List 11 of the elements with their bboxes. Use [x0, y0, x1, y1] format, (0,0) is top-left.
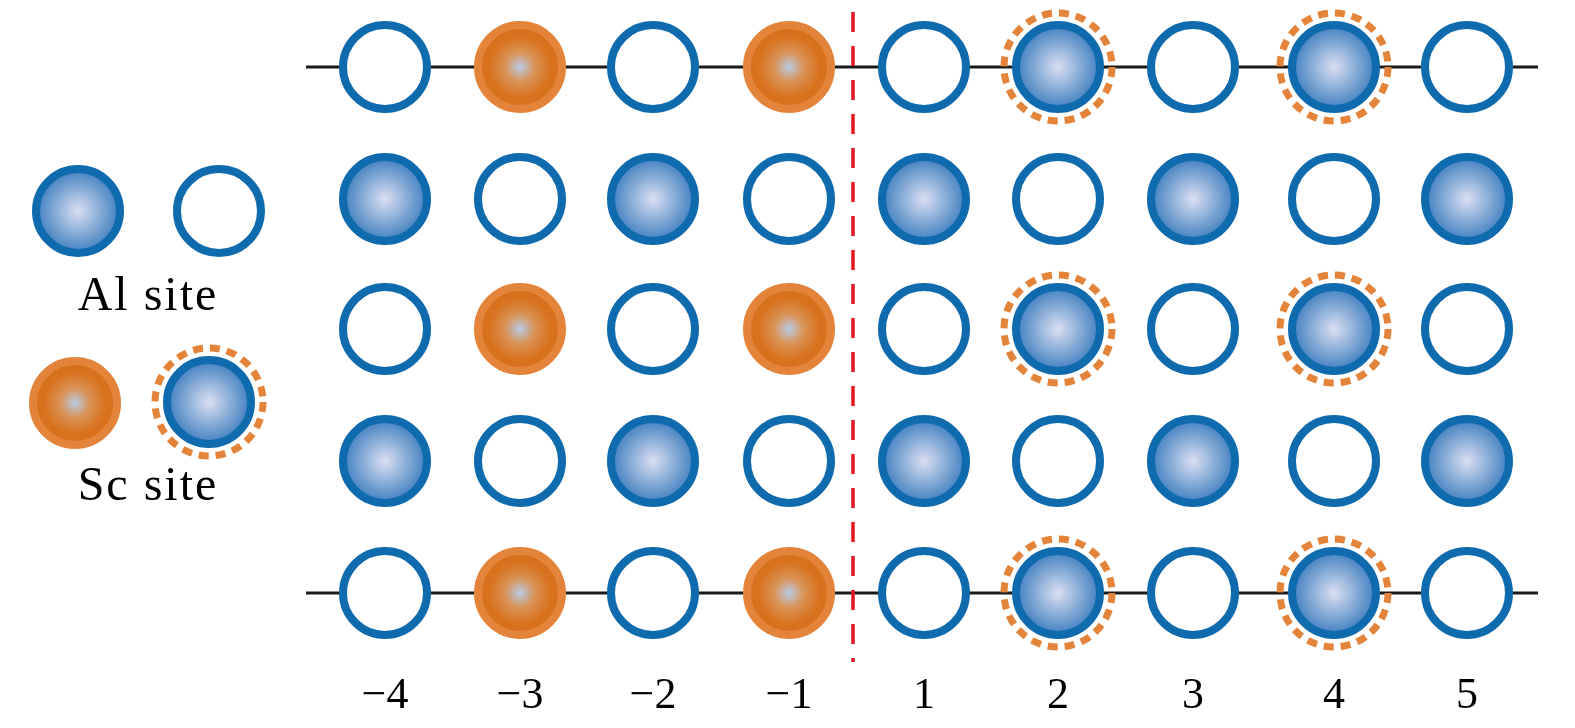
- site-index-label: 2: [1047, 672, 1069, 716]
- site-index-label: 5: [1456, 672, 1478, 716]
- site-index-label: −1: [765, 672, 813, 716]
- site-index-label: 3: [1182, 672, 1204, 716]
- site-index-label: 1: [913, 672, 935, 716]
- site-index-label: −3: [496, 672, 544, 716]
- site-index-label: −4: [361, 672, 409, 716]
- site-index-label: 4: [1323, 672, 1345, 716]
- legend-label: Al site: [77, 270, 219, 318]
- site-index-label: −2: [629, 672, 677, 716]
- legend-label: Sc site: [77, 460, 219, 508]
